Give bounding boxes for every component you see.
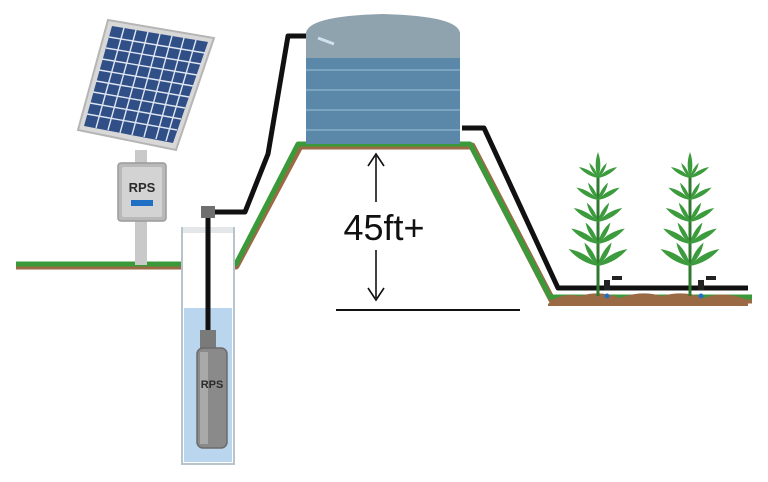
height-label: 45ft+ [343,207,424,248]
drip-emitter-icon [604,276,716,299]
submersible-pump-icon: RPS [196,330,228,449]
height-indicator: 45ft+ [336,152,520,311]
controller-label: RPS [129,180,156,195]
plant-icon [568,152,628,296]
pump-label: RPS [201,379,224,391]
controller-icon: RPS [117,162,167,222]
water-tank-icon [306,14,460,144]
delivery-pipe [205,33,748,350]
pipe-fitting [201,206,215,218]
controller-display [131,200,153,206]
soil-bed [548,293,748,306]
solar-panel-icon [76,18,216,265]
plant-icon [660,152,720,296]
